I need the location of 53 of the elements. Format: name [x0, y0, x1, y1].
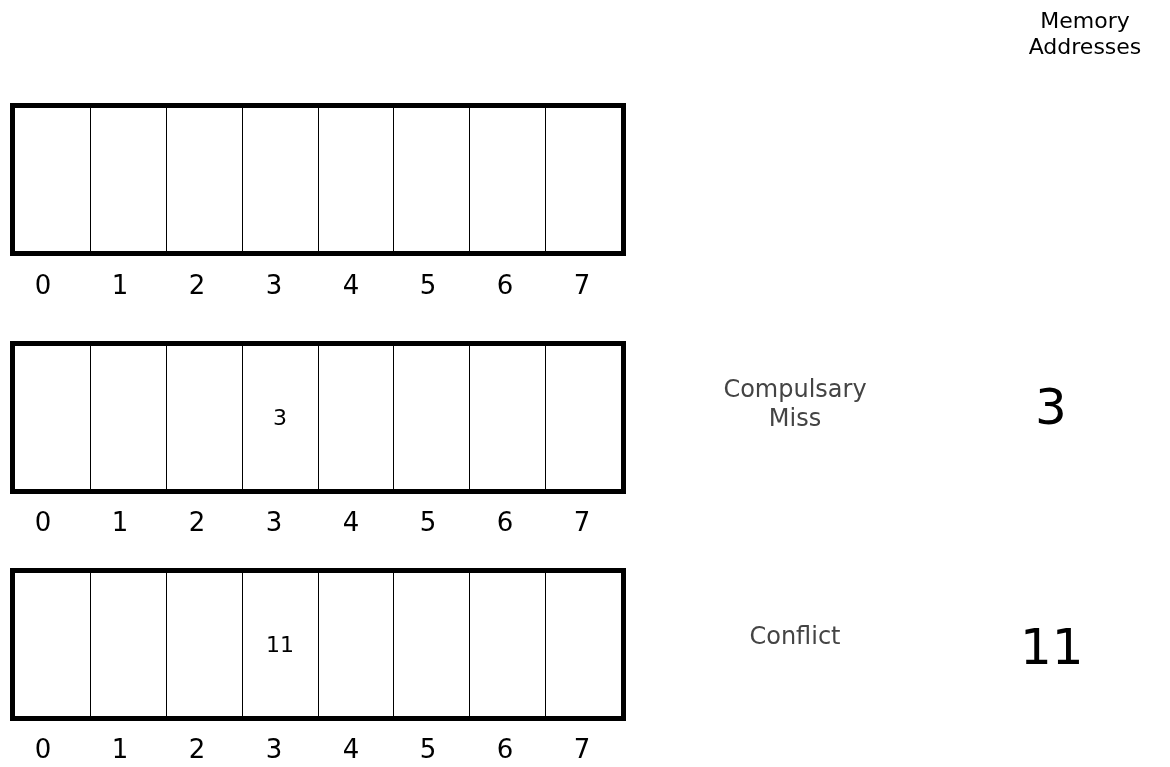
array-cell: [469, 568, 546, 721]
address-value: 11: [1020, 618, 1084, 676]
array-cell: [393, 103, 470, 256]
miss-type-label: Conflict: [748, 622, 842, 651]
index-number: 2: [187, 734, 207, 764]
index-number: 3: [264, 507, 284, 537]
index-number: 4: [341, 270, 361, 300]
array-cell: [545, 103, 626, 256]
index-number: 6: [495, 734, 515, 764]
index-number: 2: [187, 270, 207, 300]
array-cell: [469, 103, 546, 256]
index-number: 1: [110, 270, 130, 300]
index-number: 5: [418, 270, 438, 300]
index-number: 0: [33, 734, 53, 764]
array-cell: [317, 341, 394, 494]
index-number: 0: [33, 270, 53, 300]
index-number: 0: [33, 507, 53, 537]
index-number: 5: [418, 507, 438, 537]
array-cell: [545, 341, 626, 494]
array-cell: [393, 568, 470, 721]
array-cell: [165, 568, 242, 721]
array-cell: [89, 568, 166, 721]
address-value: 3: [1035, 378, 1067, 436]
array-cell: [393, 341, 470, 494]
index-number: 1: [110, 734, 130, 764]
array-cell: [165, 341, 242, 494]
index-number: 7: [572, 507, 592, 537]
array-cell: [89, 103, 166, 256]
array-cell: [10, 568, 90, 721]
array-cell: [317, 103, 394, 256]
miss-type-label: Compulsary Miss: [722, 375, 868, 433]
axis-title: Memory Addresses: [1027, 8, 1143, 61]
index-number: 7: [572, 270, 592, 300]
array-cell: 11: [241, 568, 318, 721]
index-number: 5: [418, 734, 438, 764]
index-number: 6: [495, 270, 515, 300]
index-number: 3: [264, 734, 284, 764]
array-cell: [10, 103, 90, 256]
array-cell: [241, 103, 318, 256]
array-cell: 3: [241, 341, 318, 494]
array-cell: [317, 568, 394, 721]
index-number: 4: [341, 507, 361, 537]
index-number: 1: [110, 507, 130, 537]
array-cell: [545, 568, 626, 721]
index-number: 7: [572, 734, 592, 764]
array-cell: [469, 341, 546, 494]
index-number: 6: [495, 507, 515, 537]
index-number: 3: [264, 270, 284, 300]
index-number: 2: [187, 507, 207, 537]
array-cell: [89, 341, 166, 494]
array-cell: [10, 341, 90, 494]
index-number: 4: [341, 734, 361, 764]
array-cell: [165, 103, 242, 256]
